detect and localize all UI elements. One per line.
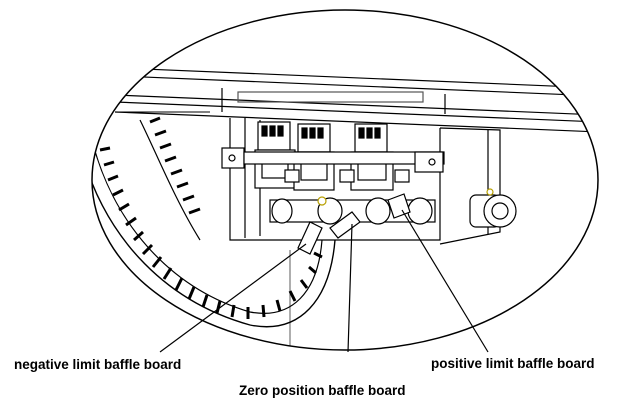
leader-line-negative xyxy=(159,243,307,353)
end-roller xyxy=(469,188,517,228)
label-zero-position-baffle-board: Zero position baffle board xyxy=(239,383,406,398)
label-positive-limit-baffle-board: positive limit baffle board xyxy=(431,356,595,371)
leader-line-zero xyxy=(347,223,353,353)
sensor-bracket xyxy=(221,147,445,183)
timing-belt xyxy=(92,111,336,328)
leader-line-positive xyxy=(401,209,489,353)
guide-rail xyxy=(114,67,598,133)
magnified-view-outline xyxy=(91,9,599,351)
label-negative-limit-baffle-board: negative limit baffle board xyxy=(14,357,182,372)
zero-baffle-board xyxy=(329,211,361,239)
positive-baffle-board xyxy=(387,193,411,219)
negative-baffle-board xyxy=(297,221,323,255)
